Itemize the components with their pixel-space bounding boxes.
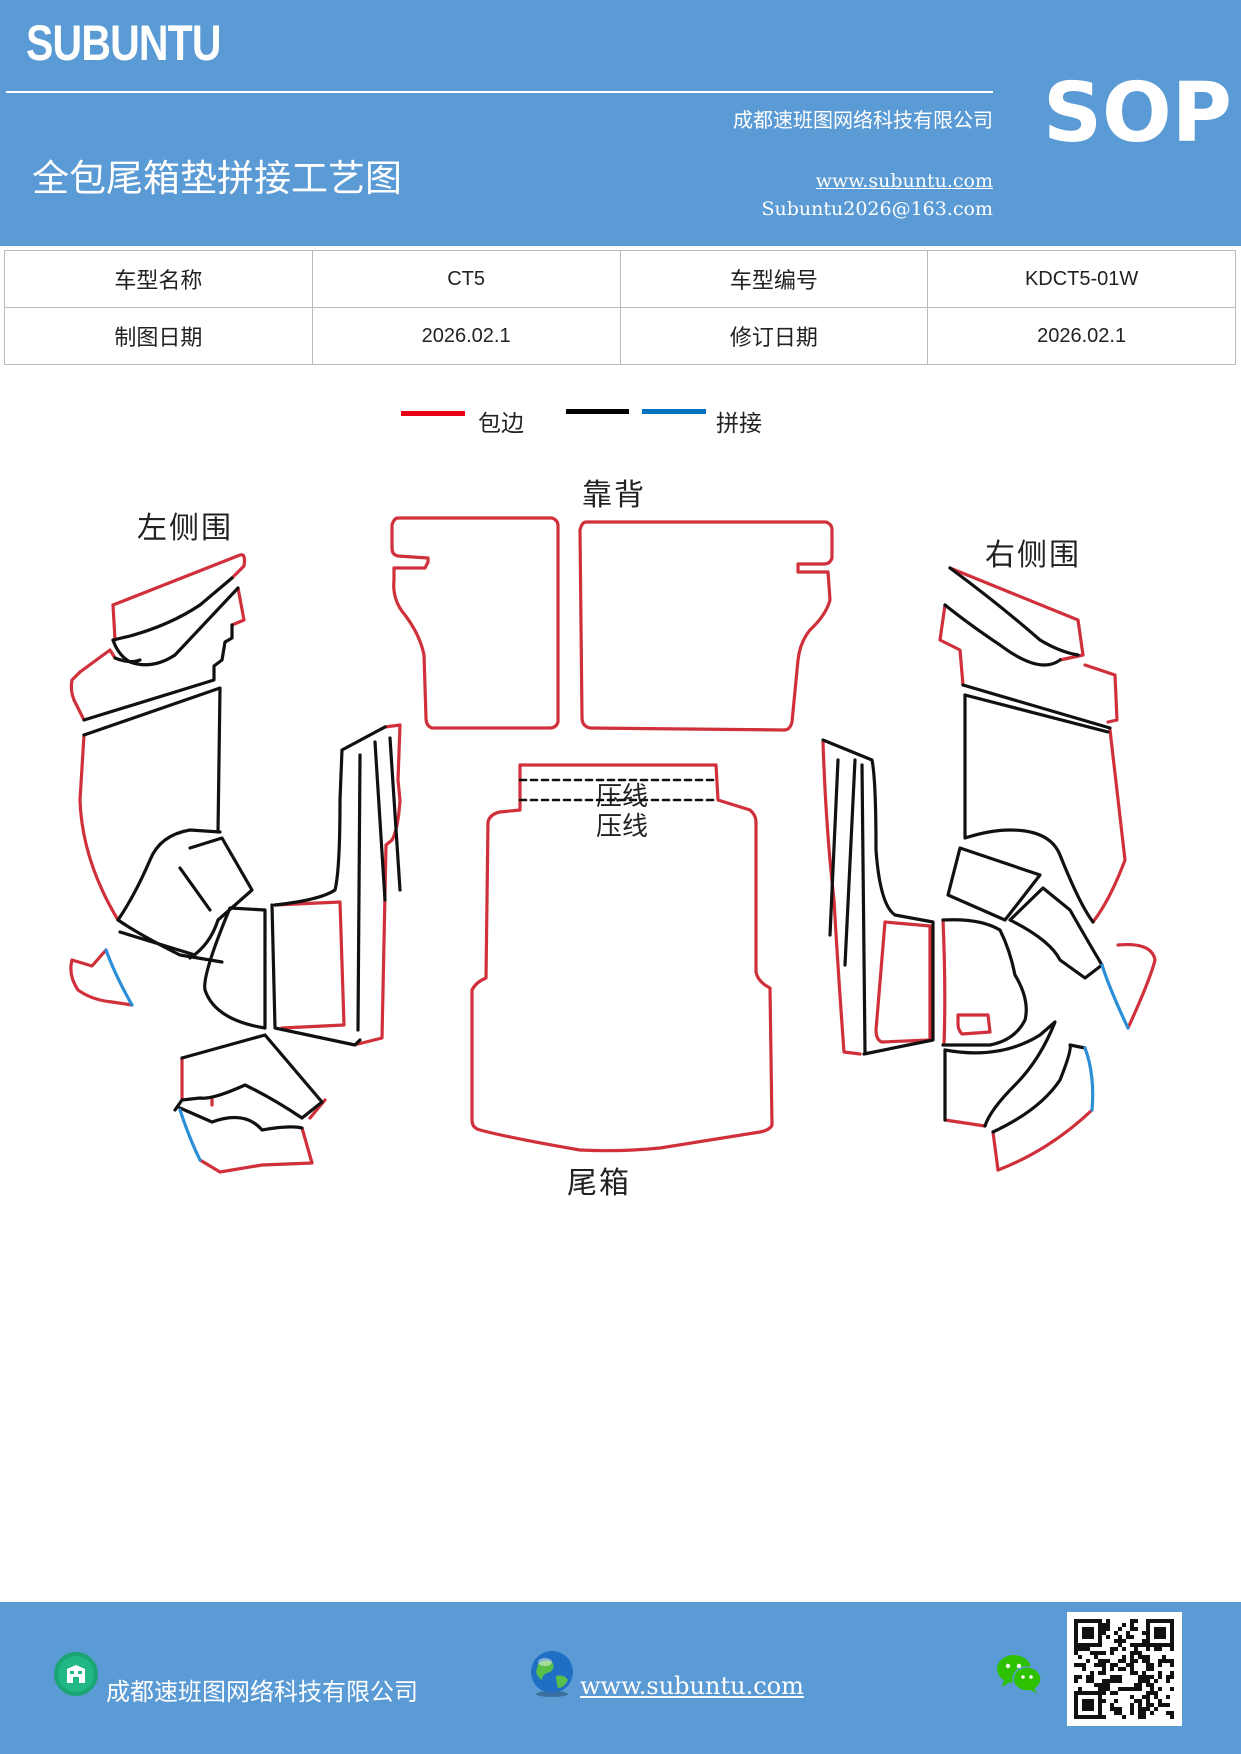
globe-icon: [531, 1651, 573, 1697]
trunk-mat-splice-diagram: [69, 516, 1157, 1174]
table-row: 车型名称 CT5 车型编号 KDCT5-01W: [4, 250, 1236, 308]
footer-website-link[interactable]: www.subuntu.com: [580, 1672, 804, 1700]
sop-badge: SOP: [1043, 66, 1232, 161]
vehicle-info-table: 车型名称 CT5 车型编号 KDCT5-01W 制图日期 2026.02.1 修…: [4, 250, 1236, 365]
label-press-line-2: 压线: [596, 812, 649, 842]
footer-company: 成都速班图网络科技有限公司: [106, 1678, 418, 1706]
label-model-code: 车型编号: [619, 250, 929, 308]
legend-swatch-join: [642, 409, 706, 414]
header-website-link[interactable]: www.subuntu.com: [815, 170, 993, 192]
value-model-name: CT5: [311, 250, 621, 308]
label-right-side: 右侧围: [985, 538, 1081, 573]
label-press-line-1: 压线: [596, 782, 649, 812]
legend-swatch-edge: [401, 411, 465, 416]
page-title: 全包尾箱垫拼接工艺图: [32, 157, 402, 200]
header-company: 成都速班图网络科技有限公司: [733, 108, 993, 132]
label-backrest: 靠背: [582, 478, 646, 513]
value-draw-date: 2026.02.1: [311, 307, 621, 365]
qr-code-icon[interactable]: [1067, 1612, 1182, 1726]
value-revise-date: 2026.02.1: [927, 307, 1236, 365]
footer-banner: 成都速班图网络科技有限公司 www.subuntu.com: [0, 1602, 1241, 1754]
label-model-name: 车型名称: [4, 250, 313, 308]
header-banner: SUBUNTU 成都速班图网络科技有限公司 全包尾箱垫拼接工艺图 www.sub…: [0, 0, 1241, 246]
label-draw-date: 制图日期: [4, 307, 313, 365]
table-row: 制图日期 2026.02.1 修订日期 2026.02.1: [4, 307, 1236, 365]
header-email: Subuntu2026@163.com: [761, 198, 993, 220]
label-revise-date: 修订日期: [619, 307, 929, 365]
header-divider: [6, 91, 993, 93]
legend-label-join: 拼接: [716, 411, 762, 437]
legend-swatch-seam: [566, 409, 629, 414]
label-left-side: 左侧围: [137, 511, 233, 546]
value-model-code: KDCT5-01W: [927, 250, 1236, 308]
building-icon: [54, 1652, 98, 1696]
brand-logo: SUBUNTU: [26, 15, 222, 71]
label-trunk: 尾箱: [567, 1166, 631, 1201]
wechat-icon[interactable]: [996, 1654, 1042, 1694]
legend-label-edge: 包边: [478, 411, 524, 437]
